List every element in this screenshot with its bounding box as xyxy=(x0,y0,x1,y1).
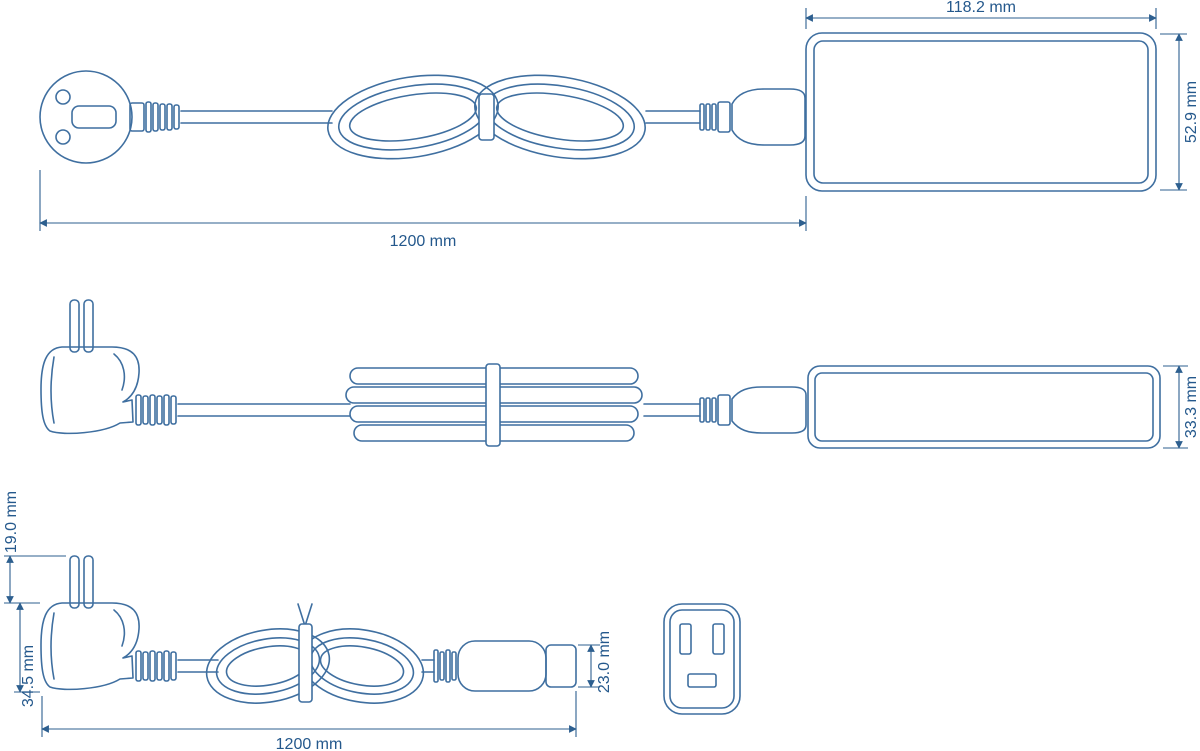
cable-length-top-label: 1200 mm xyxy=(390,233,457,250)
dim-connector-height: 23.0 mm xyxy=(578,631,613,693)
adapter-body-side xyxy=(807,365,1161,449)
cable-tie-side xyxy=(485,363,501,447)
adapter-inlet-side xyxy=(699,386,807,434)
cable-length-bottom-label: 1200 mm xyxy=(276,736,343,751)
side-view: 33.3 mm xyxy=(40,299,1200,449)
dim-pin-length: 19.0 mm xyxy=(3,491,66,604)
europlug-face xyxy=(39,70,145,164)
cable-tie-ends xyxy=(297,603,313,627)
cable-side-left xyxy=(177,403,351,417)
cable-bottom-right xyxy=(421,659,435,673)
adapter-width-label: 118.2 mm xyxy=(946,0,1016,16)
cable-bottom-left xyxy=(177,659,219,673)
cable-side-right xyxy=(643,403,701,417)
europlug-side xyxy=(40,299,177,435)
plug-body-label: 34.5 mm xyxy=(20,645,37,707)
connector-height-label: 23.0 mm xyxy=(596,631,613,693)
iec-connector-face xyxy=(663,603,741,715)
cable-tie-top xyxy=(478,93,495,141)
adapter-height-label: 52.9 mm xyxy=(1183,81,1200,143)
dim-cable-length-top: 1200 mm xyxy=(39,170,807,250)
cable-tie-bottom xyxy=(298,623,313,703)
adapter-thickness-label: 33.3 mm xyxy=(1183,376,1200,438)
cable-coil-top xyxy=(327,74,646,160)
iec-plug-side xyxy=(433,640,577,692)
cable-coil-side xyxy=(345,363,643,447)
dim-adapter-width: 118.2 mm xyxy=(805,0,1157,29)
pin-length-label: 19.0 mm xyxy=(3,491,20,553)
bottom-view: 23.0 mm 19.0 mm 34.5 mm 1200 mm xyxy=(3,491,741,751)
adapter-inlet-top xyxy=(699,88,806,146)
cable-top-right xyxy=(645,110,701,124)
dim-plug-body: 34.5 mm xyxy=(14,602,40,707)
dim-adapter-height: 52.9 mm xyxy=(1160,33,1200,191)
dim-adapter-thickness: 33.3 mm xyxy=(1163,365,1200,449)
cable-coil-bottom xyxy=(205,603,425,704)
strain-relief-top xyxy=(145,101,180,133)
top-view: 118.2 mm 52.9 mm 1200 mm xyxy=(39,0,1200,250)
dim-cable-length-bottom: 1200 mm xyxy=(41,691,577,751)
adapter-body-top xyxy=(805,32,1157,192)
europlug-side-bottom xyxy=(40,555,177,691)
cable-top-left xyxy=(180,110,333,124)
